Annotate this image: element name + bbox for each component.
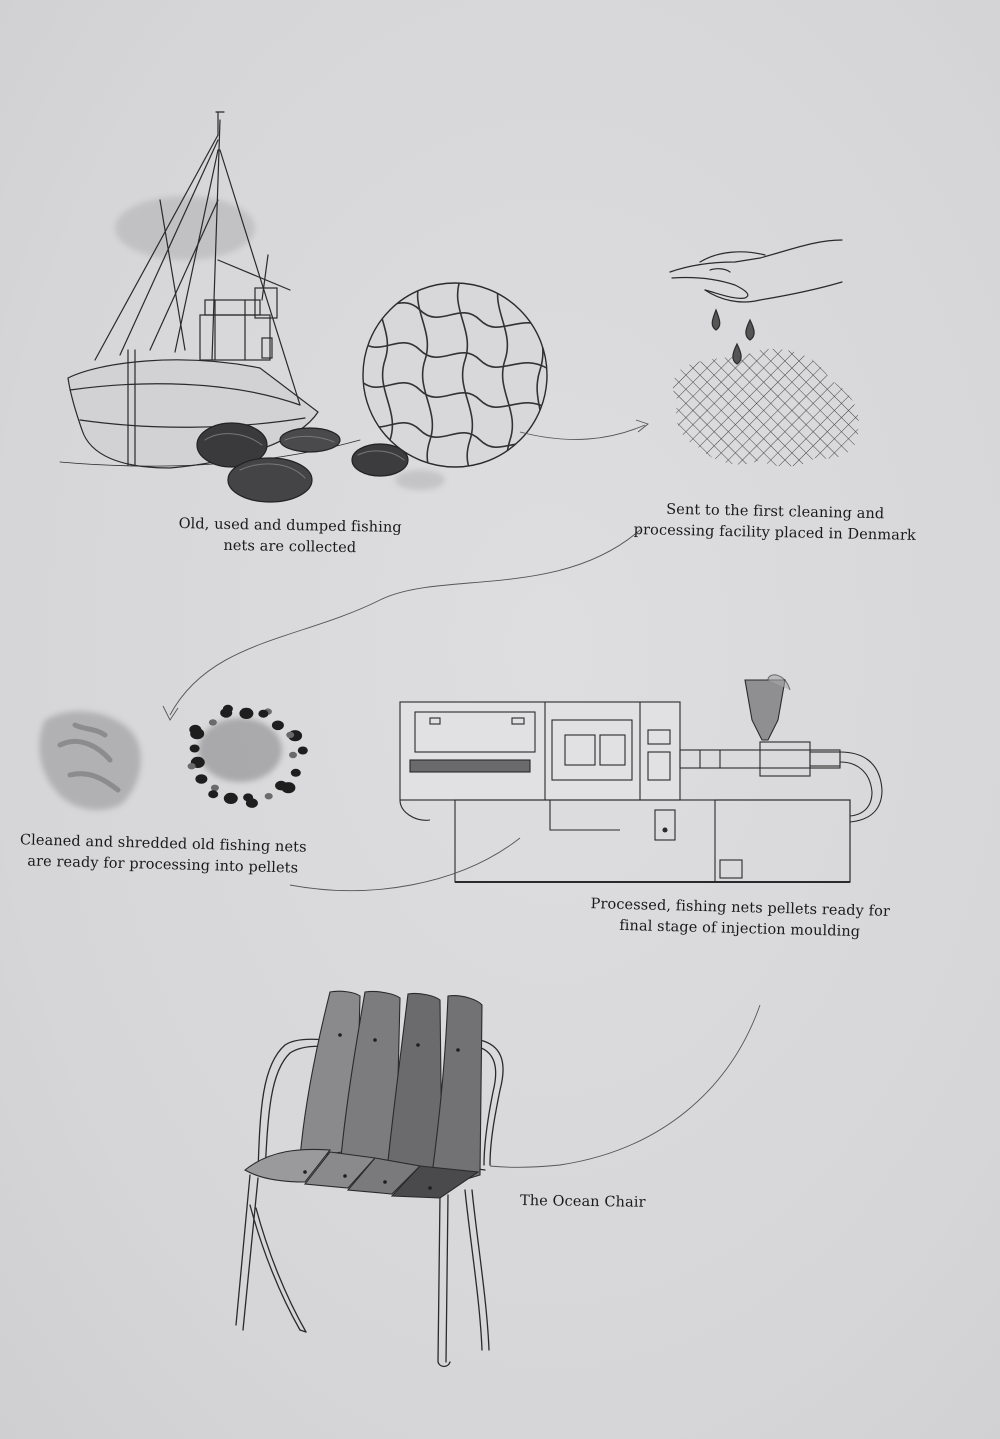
- pellet: [187, 763, 196, 770]
- caption-cleaning: Sent to the first cleaning and processin…: [630, 499, 921, 547]
- pellet: [208, 719, 217, 726]
- pellet: [281, 782, 296, 794]
- pellet: [208, 790, 219, 799]
- pellet: [190, 728, 205, 740]
- arrowhead-1: [635, 419, 649, 433]
- caption-collect: Old, used and dumped fishing nets are co…: [160, 514, 421, 561]
- arrowhead-2: [162, 705, 179, 721]
- pellet: [223, 792, 238, 805]
- chair-icon: [235, 990, 504, 1368]
- injection-machine-icon: [399, 674, 883, 883]
- pellet: [271, 720, 284, 731]
- pellet: [286, 731, 295, 739]
- flow-arrow-4: [489, 1004, 761, 1168]
- caption-chair: The Ocean Chair: [520, 1191, 660, 1214]
- pellet: [220, 708, 233, 718]
- caption-line: The Ocean Chair: [519, 1193, 646, 1211]
- pellet: [189, 744, 200, 753]
- pellet: [289, 751, 297, 759]
- pellet: [245, 798, 258, 808]
- flow-arrow-2: [169, 529, 641, 716]
- fishing-boat-icon: [59, 111, 445, 503]
- flow-arrow-1: [519, 424, 646, 440]
- pellet: [195, 774, 208, 784]
- cleaned-net-patch: [672, 348, 859, 467]
- caption-pellets: Processed, fishing nets pellets ready fo…: [590, 894, 891, 944]
- net-circle-icon: [362, 282, 548, 468]
- pellet: [290, 768, 301, 777]
- pellet: [297, 746, 308, 755]
- pellet: [258, 709, 269, 718]
- caption-shredded: Cleaned and shredded old fishing nets ar…: [17, 830, 308, 880]
- pellet: [210, 784, 219, 791]
- pellet: [264, 793, 273, 800]
- pellet: [239, 707, 254, 720]
- hand-with-drops-icon: [669, 239, 843, 365]
- flow-arrow-3: [289, 837, 521, 892]
- shredded-pellets-icon: [39, 704, 308, 810]
